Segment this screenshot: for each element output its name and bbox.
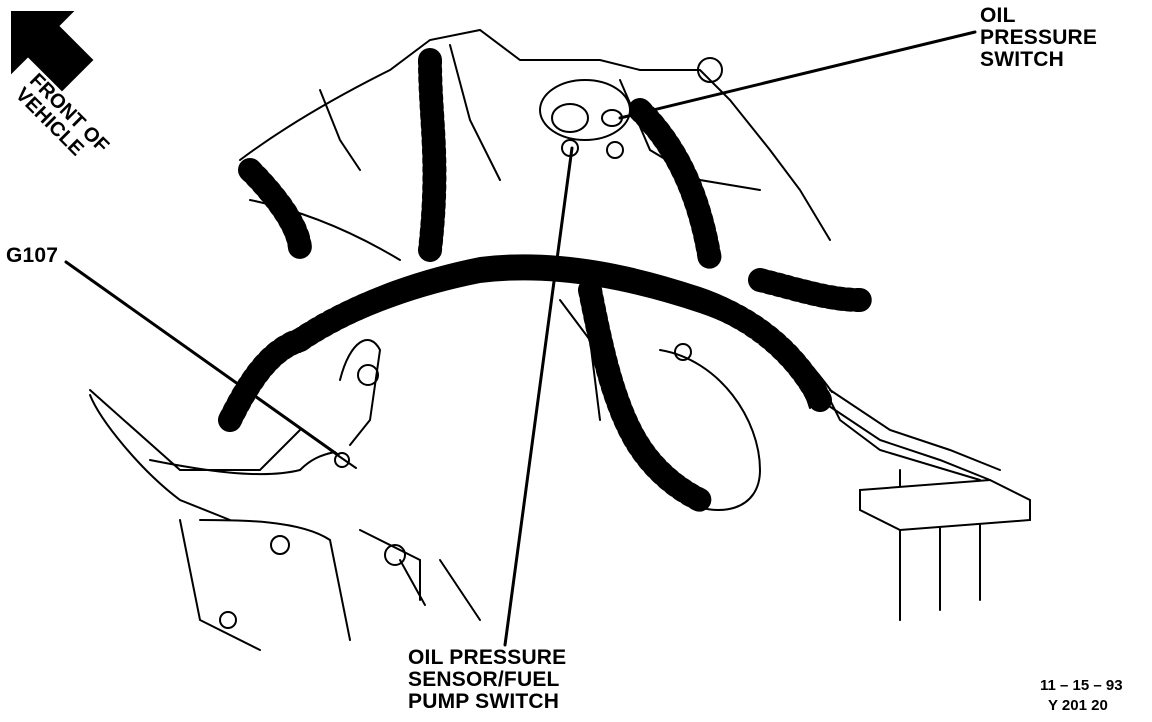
engine-block-outline (89, 28, 981, 651)
g107-label: G107 (6, 244, 59, 267)
oil-pressure-sensor-line-1: OIL PRESSURE (408, 646, 567, 669)
wiring-harness-edges (299, 254, 833, 409)
oil-pressure-sensor-line-2: SENSOR/FUEL (408, 668, 560, 691)
harness-connector (819, 389, 1031, 621)
bolt-icons (219, 57, 723, 629)
wiring-harness (218, 48, 872, 512)
front-of-vehicle-arrow-icon (11, 11, 94, 92)
oil-pressure-sensor-line-3: PUMP SWITCH (408, 690, 560, 713)
oil-pressure-switch-assembly (539, 79, 631, 159)
leader-line-g107 (64, 260, 340, 457)
oil-pressure-switch-line-2: PRESSURE (980, 26, 1098, 49)
oil-pressure-switch-label: OIL PRESSURE SWITCH (980, 5, 1097, 71)
figure-date: 11 – 15 – 93 (1040, 677, 1123, 694)
leader-line-oil-pressure-switch (618, 30, 977, 120)
g107-ground-stud (299, 339, 382, 471)
figure-code: Y 201 20 (1048, 697, 1108, 714)
oil-pressure-sensor-label: OIL PRESSURE SENSOR/FUEL PUMP SWITCH (408, 647, 566, 713)
leader-line-oil-pressure-sensor (503, 146, 574, 647)
oil-pressure-switch-line-3: SWITCH (980, 48, 1065, 71)
oil-pressure-switch-line-1: OIL (980, 4, 1016, 27)
